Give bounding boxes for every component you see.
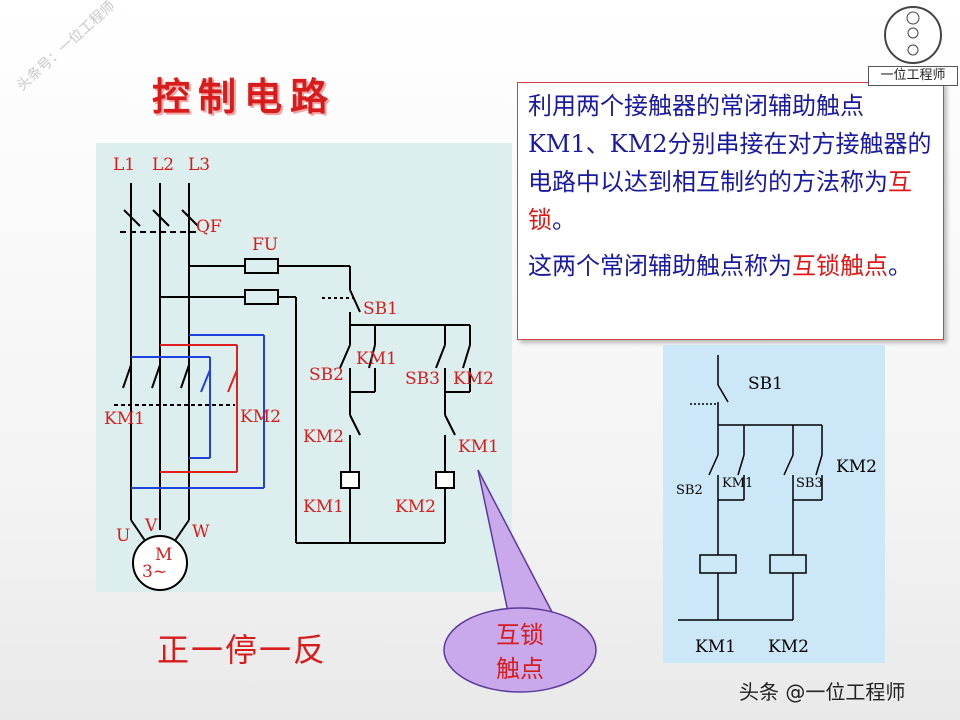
desc-para1-highlight: 互锁 [528,168,912,234]
label-km1-nc: KM1 [458,437,499,457]
logo-icon [884,6,942,64]
callout-line1: 互锁 [496,621,544,649]
desc-para1-end: 。 [552,206,576,234]
label-sb3: SB3 [405,369,440,389]
motor-circle [132,535,188,591]
label-l3: L3 [188,155,210,175]
label-qf: QF [196,217,222,237]
description-box: 利用两个接触器的常闭辅助触点KM1、KM2分别串接在对方接触器的电路中以达到相互… [517,82,944,340]
watermark-bottom: 头条 @一位工程师 [739,680,906,704]
label-v: V [144,516,158,536]
label-sb1: SB1 [363,299,398,319]
label-l1: L1 [113,155,135,175]
page-title: 控制电路 [152,74,337,119]
label-km2-coil: KM2 [395,497,436,517]
caption-forward-stop-reverse: 正一停一反 [157,631,328,669]
main-circuit-diagram [96,143,512,592]
label-motor-m: M [155,545,172,565]
small-circuit-diagram [663,345,885,663]
label-km2-aux: KM2 [453,369,494,389]
label-km1-coil: KM1 [303,497,344,517]
desc-para2-end: 。 [888,252,912,280]
label-km1-aux: KM1 [356,349,397,369]
desc-para2-highlight: 互锁触点 [792,252,888,280]
label-w: W [192,522,210,542]
label-u: U [116,526,130,546]
label-l2: L2 [152,155,174,175]
callout-line2: 触点 [496,655,544,683]
label-sb2: SB2 [309,365,344,385]
label-km2-main: KM2 [240,407,281,427]
label-motor-phase: 3~ [142,562,167,582]
desc-para1-text: 利用两个接触器的常闭辅助触点KM1、KM2分别串接在对方接触器的电路中以达到相互… [528,92,932,196]
label-km2-nc: KM2 [303,427,344,447]
label-km1-main: KM1 [104,409,145,429]
label-fu: FU [252,235,278,255]
desc-para2-text: 这两个常闭辅助触点称为 [528,252,792,280]
logo-label: 一位工程师 [868,66,958,86]
